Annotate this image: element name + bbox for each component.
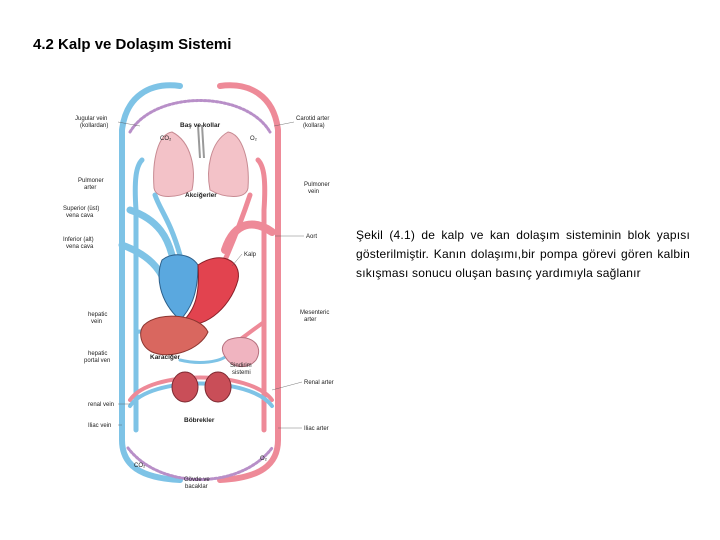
portal-vein-vessel bbox=[178, 353, 230, 364]
right-lung bbox=[208, 131, 249, 197]
label-hepatic-portal-1: hepatic bbox=[88, 351, 107, 357]
label-pulmoner-arter-1: Pulmoner bbox=[78, 178, 104, 184]
svg-text:Superior (üst)vena cava: Superior (üst)vena cava bbox=[63, 206, 99, 219]
superior-vena-cava bbox=[126, 206, 176, 259]
leader-renal-arter bbox=[271, 381, 303, 391]
svg-text:Inferior (alt)vena cava: Inferior (alt)vena cava bbox=[63, 237, 94, 250]
pulmonary-vein-vessel bbox=[222, 192, 253, 263]
label-pulmoner-arter-2: arter bbox=[84, 185, 96, 191]
label-kalp: Kalp bbox=[244, 252, 257, 258]
heart-left-side bbox=[181, 257, 239, 325]
right-kidney bbox=[204, 371, 232, 403]
label-renal-vein: renal vein bbox=[88, 402, 114, 408]
head-capillary-bed bbox=[128, 99, 272, 134]
artery-inner-right bbox=[255, 157, 268, 433]
aorta bbox=[221, 220, 276, 254]
label-carotid-1: Carotid arter bbox=[296, 116, 329, 122]
label-govde-1: Gövde ve bbox=[184, 477, 210, 483]
label-o2-top: O₂ bbox=[250, 136, 258, 142]
label-aort: Aort bbox=[306, 234, 317, 240]
page-title: 4.2 Kalp ve Dolaşım Sistemi bbox=[33, 36, 232, 53]
renal-loop bbox=[128, 375, 274, 402]
vein-outer-left bbox=[119, 82, 183, 483]
label-jugular-2: (kollardan) bbox=[80, 123, 108, 129]
left-lung bbox=[153, 131, 194, 197]
label-iliac-vein: Iliac vein bbox=[88, 423, 111, 429]
label-inferior-2: vena cava bbox=[66, 244, 94, 250]
label-inferior-1: Inferior (alt) bbox=[63, 237, 94, 243]
label-hepatic-vein-1: hepatic bbox=[88, 312, 107, 318]
label-mesenteric-2: arter bbox=[304, 317, 316, 323]
label-govde-2: bacaklar bbox=[185, 484, 208, 490]
label-bas-vekollar: Baş ve kollar bbox=[180, 122, 221, 129]
label-superior-1: Superior (üst) bbox=[63, 206, 99, 212]
label-sindirim-2: sistemi bbox=[232, 370, 251, 376]
left-kidney bbox=[171, 371, 199, 403]
pulmonary-artery-vessel bbox=[152, 192, 183, 258]
label-mesenteric-1: Mesenteric bbox=[300, 310, 329, 316]
label-carotid-2: (kollara) bbox=[303, 123, 325, 129]
figure-caption: Şekil (4.1) de kalp ve kan dolaşım siste… bbox=[356, 228, 690, 280]
label-co2-bottom: CO₂ bbox=[134, 463, 146, 469]
label-akcigerler: Akciğerler bbox=[185, 192, 217, 199]
label-renal-arter: Renal arter bbox=[304, 380, 334, 386]
trachea bbox=[197, 124, 205, 159]
label-superior-2: vena cava bbox=[66, 213, 94, 219]
liver bbox=[140, 315, 209, 356]
body-capillary-bed bbox=[126, 446, 274, 481]
leader-kalp bbox=[231, 253, 243, 267]
label-jugular-1: Jugular vein bbox=[75, 116, 107, 122]
label-o2-bottom: O₂ bbox=[260, 456, 268, 462]
label-co2-top: CO₂ bbox=[160, 136, 172, 142]
label-bobrekler: Böbrekler bbox=[184, 417, 215, 424]
label-pulmoner-vein-2: vein bbox=[308, 189, 319, 195]
svg-text:Carotid arter(kollara): Carotid arter(kollara) bbox=[296, 116, 329, 129]
label-karaciger: Karaciğer bbox=[150, 354, 180, 361]
label-hepatic-vein-2: vein bbox=[91, 319, 102, 325]
intestines bbox=[221, 337, 260, 367]
renal-vein-loop bbox=[128, 381, 274, 408]
svg-text:Jugular vein(kollardan): Jugular vein(kollardan) bbox=[75, 116, 108, 129]
leader-jugular bbox=[117, 121, 141, 127]
label-hepatic-portal-2: portal ven bbox=[84, 358, 110, 364]
label-sindirim-1: Sindirim bbox=[230, 363, 252, 369]
label-pulmoner-vein-1: Pulmoner bbox=[304, 182, 330, 188]
circulatory-system-diagram: Jugular vein(kollardan) Baş ve kollar Ca… bbox=[60, 70, 350, 500]
label-iliac-arter: Iliac arter bbox=[304, 426, 329, 432]
leader-carotid bbox=[273, 121, 295, 127]
heart-right-side bbox=[158, 254, 199, 321]
artery-outer-right bbox=[217, 82, 281, 483]
